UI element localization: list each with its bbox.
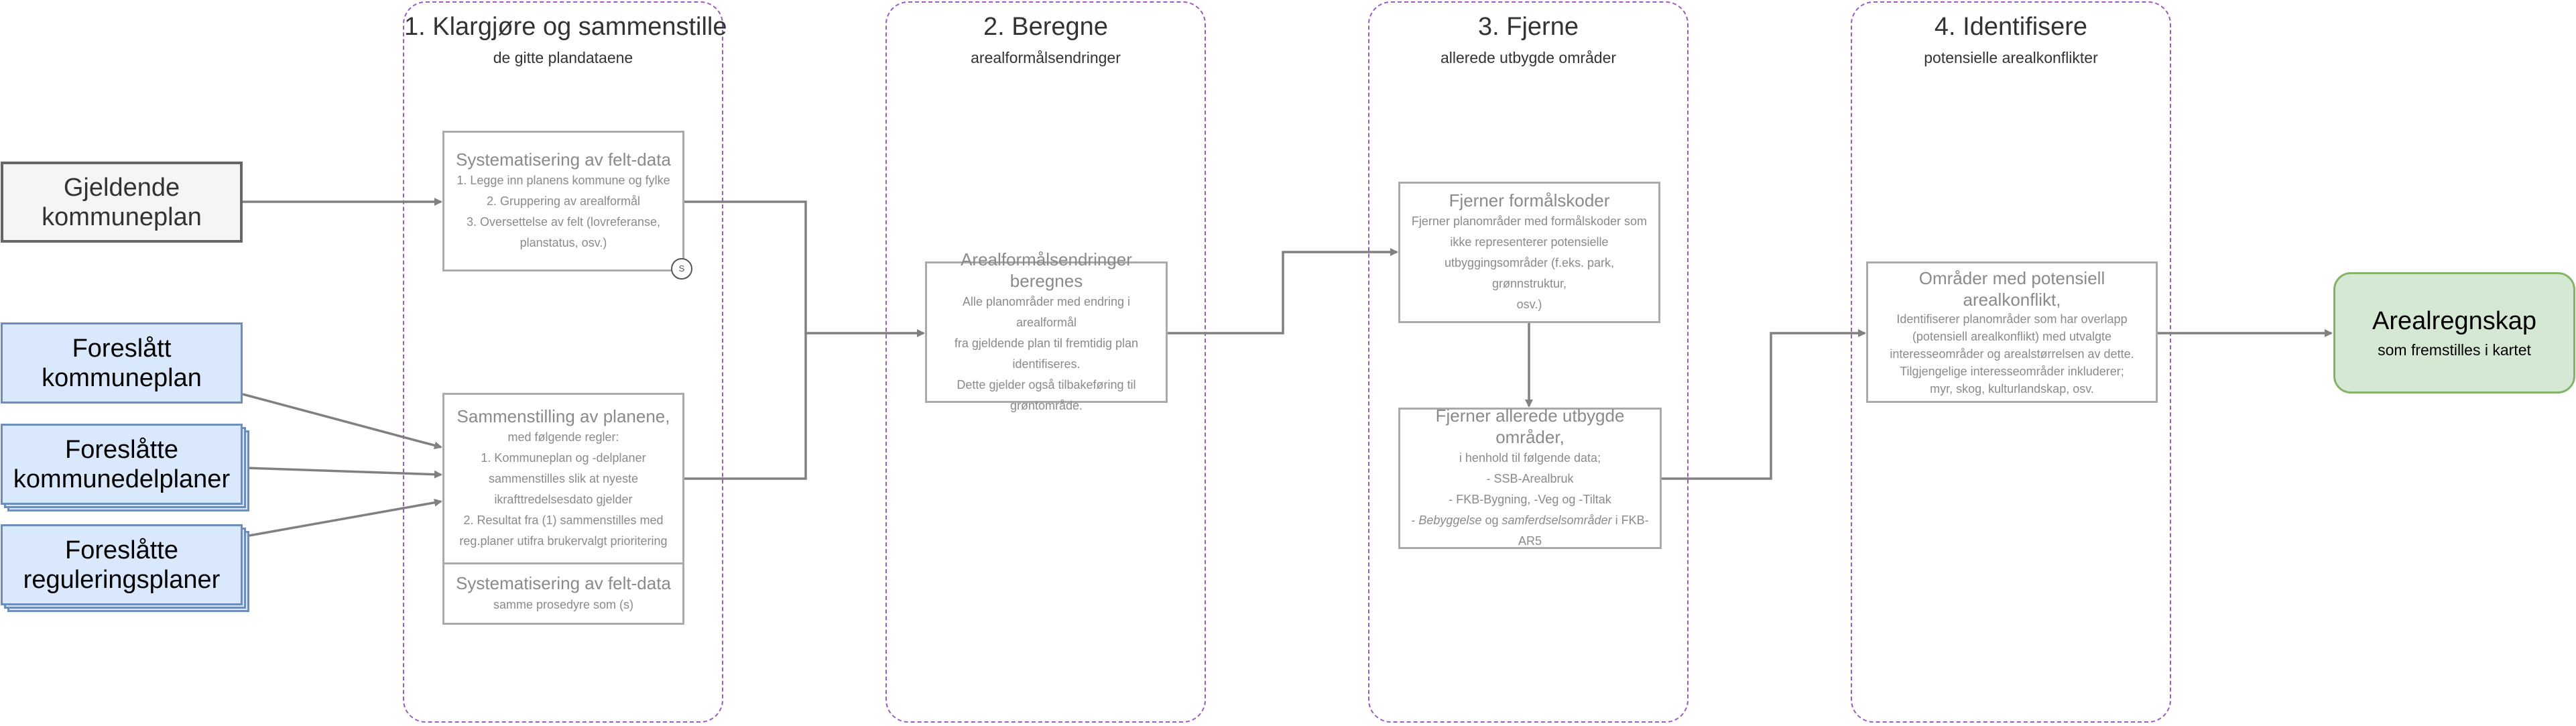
konflikt-title: Områder med potensiell arealkonflikt, [1918, 267, 2105, 310]
systematisering-2-box[interactable]: Systematisering av felt-data samme prose… [442, 562, 684, 625]
systematisering-line: 3. Oversettelse av felt (lovreferanse, [466, 215, 661, 229]
sammenstilling-line: 2. Resultat fra (1) sammenstilles med [463, 513, 664, 527]
phase-3-subtitle: allerede utbygde områder [1440, 49, 1617, 66]
phase-1-title: 1. Klargjøre og sammenstille [404, 13, 727, 41]
input-foreslatte-reguleringsplaner-stack[interactable]: Foreslåtte reguleringsplaner [1, 524, 250, 613]
konflikt-line: Identifiserer planområder som har overla… [1896, 312, 2128, 326]
phase-2-subtitle: arealformålsendringer [971, 49, 1121, 66]
beregnes-line: Alle planområder med endring i arealform… [962, 294, 1131, 329]
utbygde-last-em1: Bebyggelse [1418, 513, 1482, 527]
sammenstilling-box[interactable]: Sammenstilling av planene, med følgende … [442, 393, 684, 564]
utbygde-last-suffix: i FKB- [1611, 513, 1649, 527]
sammenstilling-line: 1. Kommuneplan og -delplaner [481, 451, 646, 465]
systematisering-box[interactable]: Systematisering av felt-data 1. Legge in… [442, 131, 684, 271]
systematisering-2-title: Systematisering av felt-data [456, 572, 671, 593]
utbygde-line-mixed: - Bebyggelse og samferdselsområder i FKB… [1411, 510, 1648, 531]
input-foreslatte-reguleringsplaner[interactable]: Foreslåtte reguleringsplaner [1, 524, 243, 605]
utbygde-line: - SSB-Arealbruk [1486, 472, 1574, 485]
formalskoder-box[interactable]: Fjerner formålskoder Fjerner planområder… [1398, 182, 1660, 323]
input-foreslatt-kommuneplan[interactable]: Foreslått kommuneplan [1, 322, 243, 404]
formalskoder-line: ikke representerer potensielle [1450, 235, 1609, 249]
foreslatt-kp-line-2: kommuneplan [42, 363, 202, 392]
phase-2-container: 2. Beregne arealformålsendringer [885, 1, 1206, 723]
utbygde-title: Fjerner allerede utbygde områder, [1435, 406, 1625, 447]
systematisering-line: 2. Gruppering av arealformål [486, 194, 641, 208]
formalskoder-line: Fjerner planområder med formålskoder som [1411, 215, 1648, 228]
sammenstilling-title: Sammenstilling av planene, [456, 406, 670, 426]
sammenstilling-line: med følgende regler: [507, 430, 619, 444]
input-gjeldende-kommuneplan[interactable]: Gjeldende kommuneplan [1, 162, 243, 243]
systematisering-title: Systematisering av felt-data [456, 149, 671, 170]
sammenstilling-line: reg.planer utifra brukervalgt prioriteri… [459, 534, 668, 548]
kdp-line-2: kommunedelplaner [13, 465, 231, 493]
kdp-line-1: Foreslåtte [65, 435, 178, 464]
phase-3-container: 3. Fjerne allerede utbygde områder [1368, 1, 1689, 723]
konflikt-line: myr, skog, kulturlandskap, osv. [1930, 381, 2094, 396]
phase-1-subtitle: de gitte plandataene [493, 49, 633, 66]
beregnes-line: fra gjeldende plan til fremtidig plan [954, 336, 1139, 350]
phase-1-container: 1. Klargjøre og sammenstille de gitte pl… [403, 1, 727, 723]
systematisering-line: 1. Legge inn planens kommune og fylke [456, 174, 670, 187]
beregnes-title: Arealformålsendringer beregnes [961, 249, 1132, 291]
rp-line-1: Foreslåtte [65, 536, 178, 564]
utbygde-last-prefix: - [1411, 513, 1419, 527]
beregnes-line: Dette gjelder også tilbakeføring til [957, 377, 1136, 391]
utbygde-last-em2: samferdselsområder [1501, 513, 1612, 527]
beregnes-line: identifiseres. [1012, 357, 1081, 371]
output-subtitle: som fremstilles i kartet [2378, 341, 2531, 359]
utbygde-box[interactable]: Fjerner allerede utbygde områder, i henh… [1398, 406, 1662, 549]
phase-3-title: 3. Fjerne [1478, 13, 1579, 41]
systematisering-line: planstatus, osv.) [519, 236, 607, 249]
phase-4-title: 4. Identifisere [1934, 13, 2088, 41]
phase-4-subtitle: potensielle arealkonflikter [1924, 49, 2098, 66]
konflikt-line: Tilgjengelige interesseområder inkludere… [1900, 364, 2124, 378]
rp-line-2: reguleringsplaner [23, 565, 221, 594]
systematisering-2-line: samme prosedyre som (s) [493, 597, 634, 611]
output-title: Arealregnskap [2372, 306, 2537, 335]
utbygde-line: AR5 [1518, 534, 1542, 548]
beregnes-line: grøntområde. [1009, 398, 1083, 412]
konflikt-line: interesseområder og arealstørrelsen av d… [1890, 347, 2134, 361]
beregnes-box[interactable]: Arealformålsendringer beregnes Alle plan… [925, 249, 1168, 412]
gjeldende-line-1: Gjeldende [63, 173, 180, 202]
input-foreslatte-kommunedelplaner-stack[interactable]: Foreslåtte kommunedelplaner [1, 424, 250, 513]
konflikt-box[interactable]: Områder med potensiell arealkonflikt, Id… [1866, 261, 2158, 403]
phase-2-title: 2. Beregne [983, 13, 1108, 41]
formalskoder-line: osv.) [1516, 298, 1542, 311]
sammenstilling-line: ikrafttredelsesdato gjelder [494, 493, 633, 506]
utbygde-line: - FKB-Bygning, -Veg og -Tiltak [1449, 493, 1611, 506]
edge-utbygde-to-konflikt [1662, 329, 1866, 480]
formalskoder-title: Fjerner formålskoder [1449, 190, 1610, 210]
output-arealregnskap[interactable]: Arealregnskap som fremstilles i kartet [2333, 272, 2575, 394]
konflikt-line: (potensiell arealkonflikt) med utvalgte [1912, 329, 2112, 343]
sammenstilling-line: sammenstilles slik at nyeste [488, 472, 639, 485]
utbygde-last-mid: og [1481, 513, 1502, 527]
formalskoder-line: utbyggingsområder (f.eks. park, grønnstr… [1444, 256, 1615, 290]
gjeldende-line-2: kommuneplan [42, 202, 202, 231]
phase-4-container: 4. Identifisere potensielle arealkonflik… [1851, 1, 2171, 723]
foreslatt-kp-line-1: Foreslått [72, 334, 172, 363]
input-foreslatte-kommunedelplaner[interactable]: Foreslåtte kommunedelplaner [1, 424, 243, 505]
s-marker-badge: S [671, 258, 692, 280]
utbygde-line: i henhold til følgende data; [1459, 451, 1601, 465]
